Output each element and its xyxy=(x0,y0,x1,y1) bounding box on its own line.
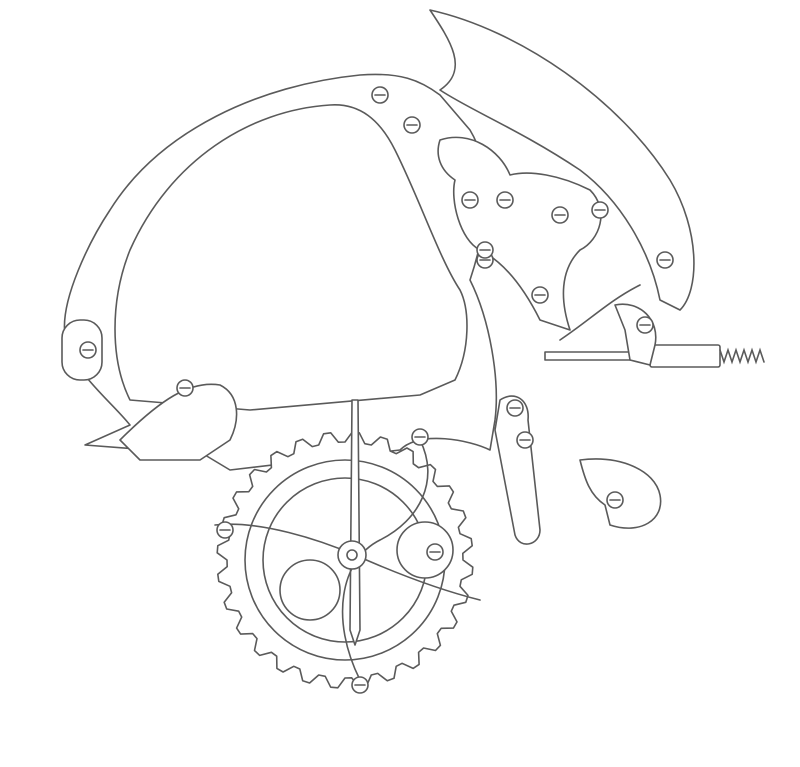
click-lever xyxy=(494,395,541,545)
winding-plate xyxy=(429,9,695,311)
escape-wheel xyxy=(396,521,454,579)
left-lever xyxy=(119,383,238,461)
yoke-spring xyxy=(559,284,641,341)
minute-hand xyxy=(349,399,361,646)
rocker-lever xyxy=(437,136,602,331)
bridge-inner-cutout xyxy=(114,104,468,411)
center-jewel xyxy=(346,549,358,561)
balance-wheel xyxy=(279,559,341,621)
cage-arm xyxy=(341,439,429,681)
